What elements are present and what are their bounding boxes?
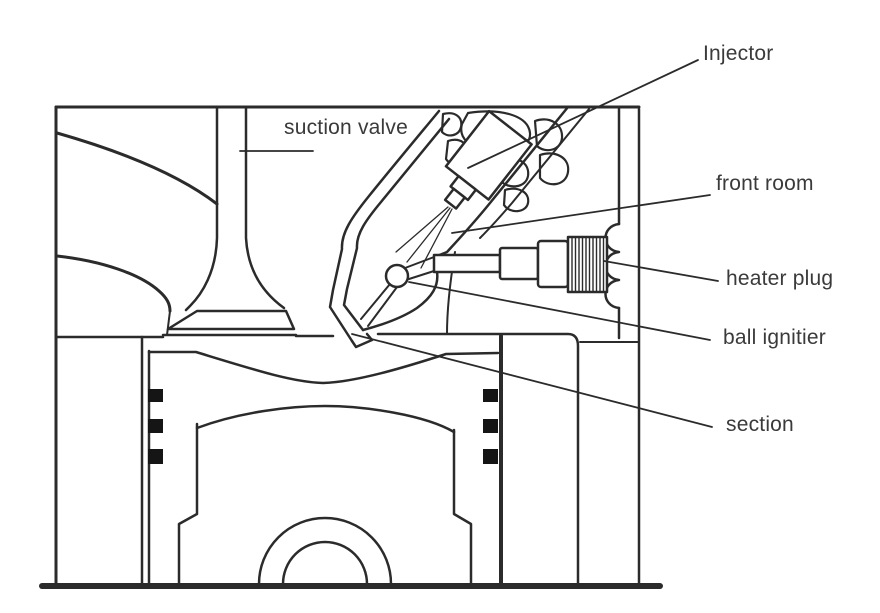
section-label: section: [726, 413, 794, 436]
injector-drawing: [443, 109, 533, 210]
suction-valve-drawing: [161, 105, 298, 337]
injector-leader: [467, 59, 699, 169]
heater-plug-drawing: [432, 235, 609, 294]
injector-label: Injector: [703, 42, 774, 65]
right-wall-inner: [579, 107, 639, 343]
section-leader: [351, 333, 713, 428]
intake-port: [55, 131, 219, 336]
piston-drawing: [147, 349, 500, 586]
leader-lines: [239, 59, 719, 428]
cylinder-head-deck: [55, 332, 580, 585]
ball-ignitier-leader: [408, 281, 711, 341]
ball-ignitier-label: ball ignitier: [723, 326, 826, 349]
front-room-leader: [451, 194, 711, 234]
heater-plug-label: heater plug: [726, 267, 834, 290]
suction-valve-label: suction valve: [284, 116, 408, 139]
piston-rings: [148, 389, 498, 464]
heater-plug-leader: [603, 260, 719, 282]
ball-igniter-drawing: [360, 256, 435, 327]
engine-block-outline: [39, 105, 663, 589]
cylinder-walls: [140, 334, 503, 585]
front-room-label: front room: [716, 172, 814, 195]
spray-lines: [395, 206, 453, 269]
heater-plug-threads: [571, 237, 605, 292]
